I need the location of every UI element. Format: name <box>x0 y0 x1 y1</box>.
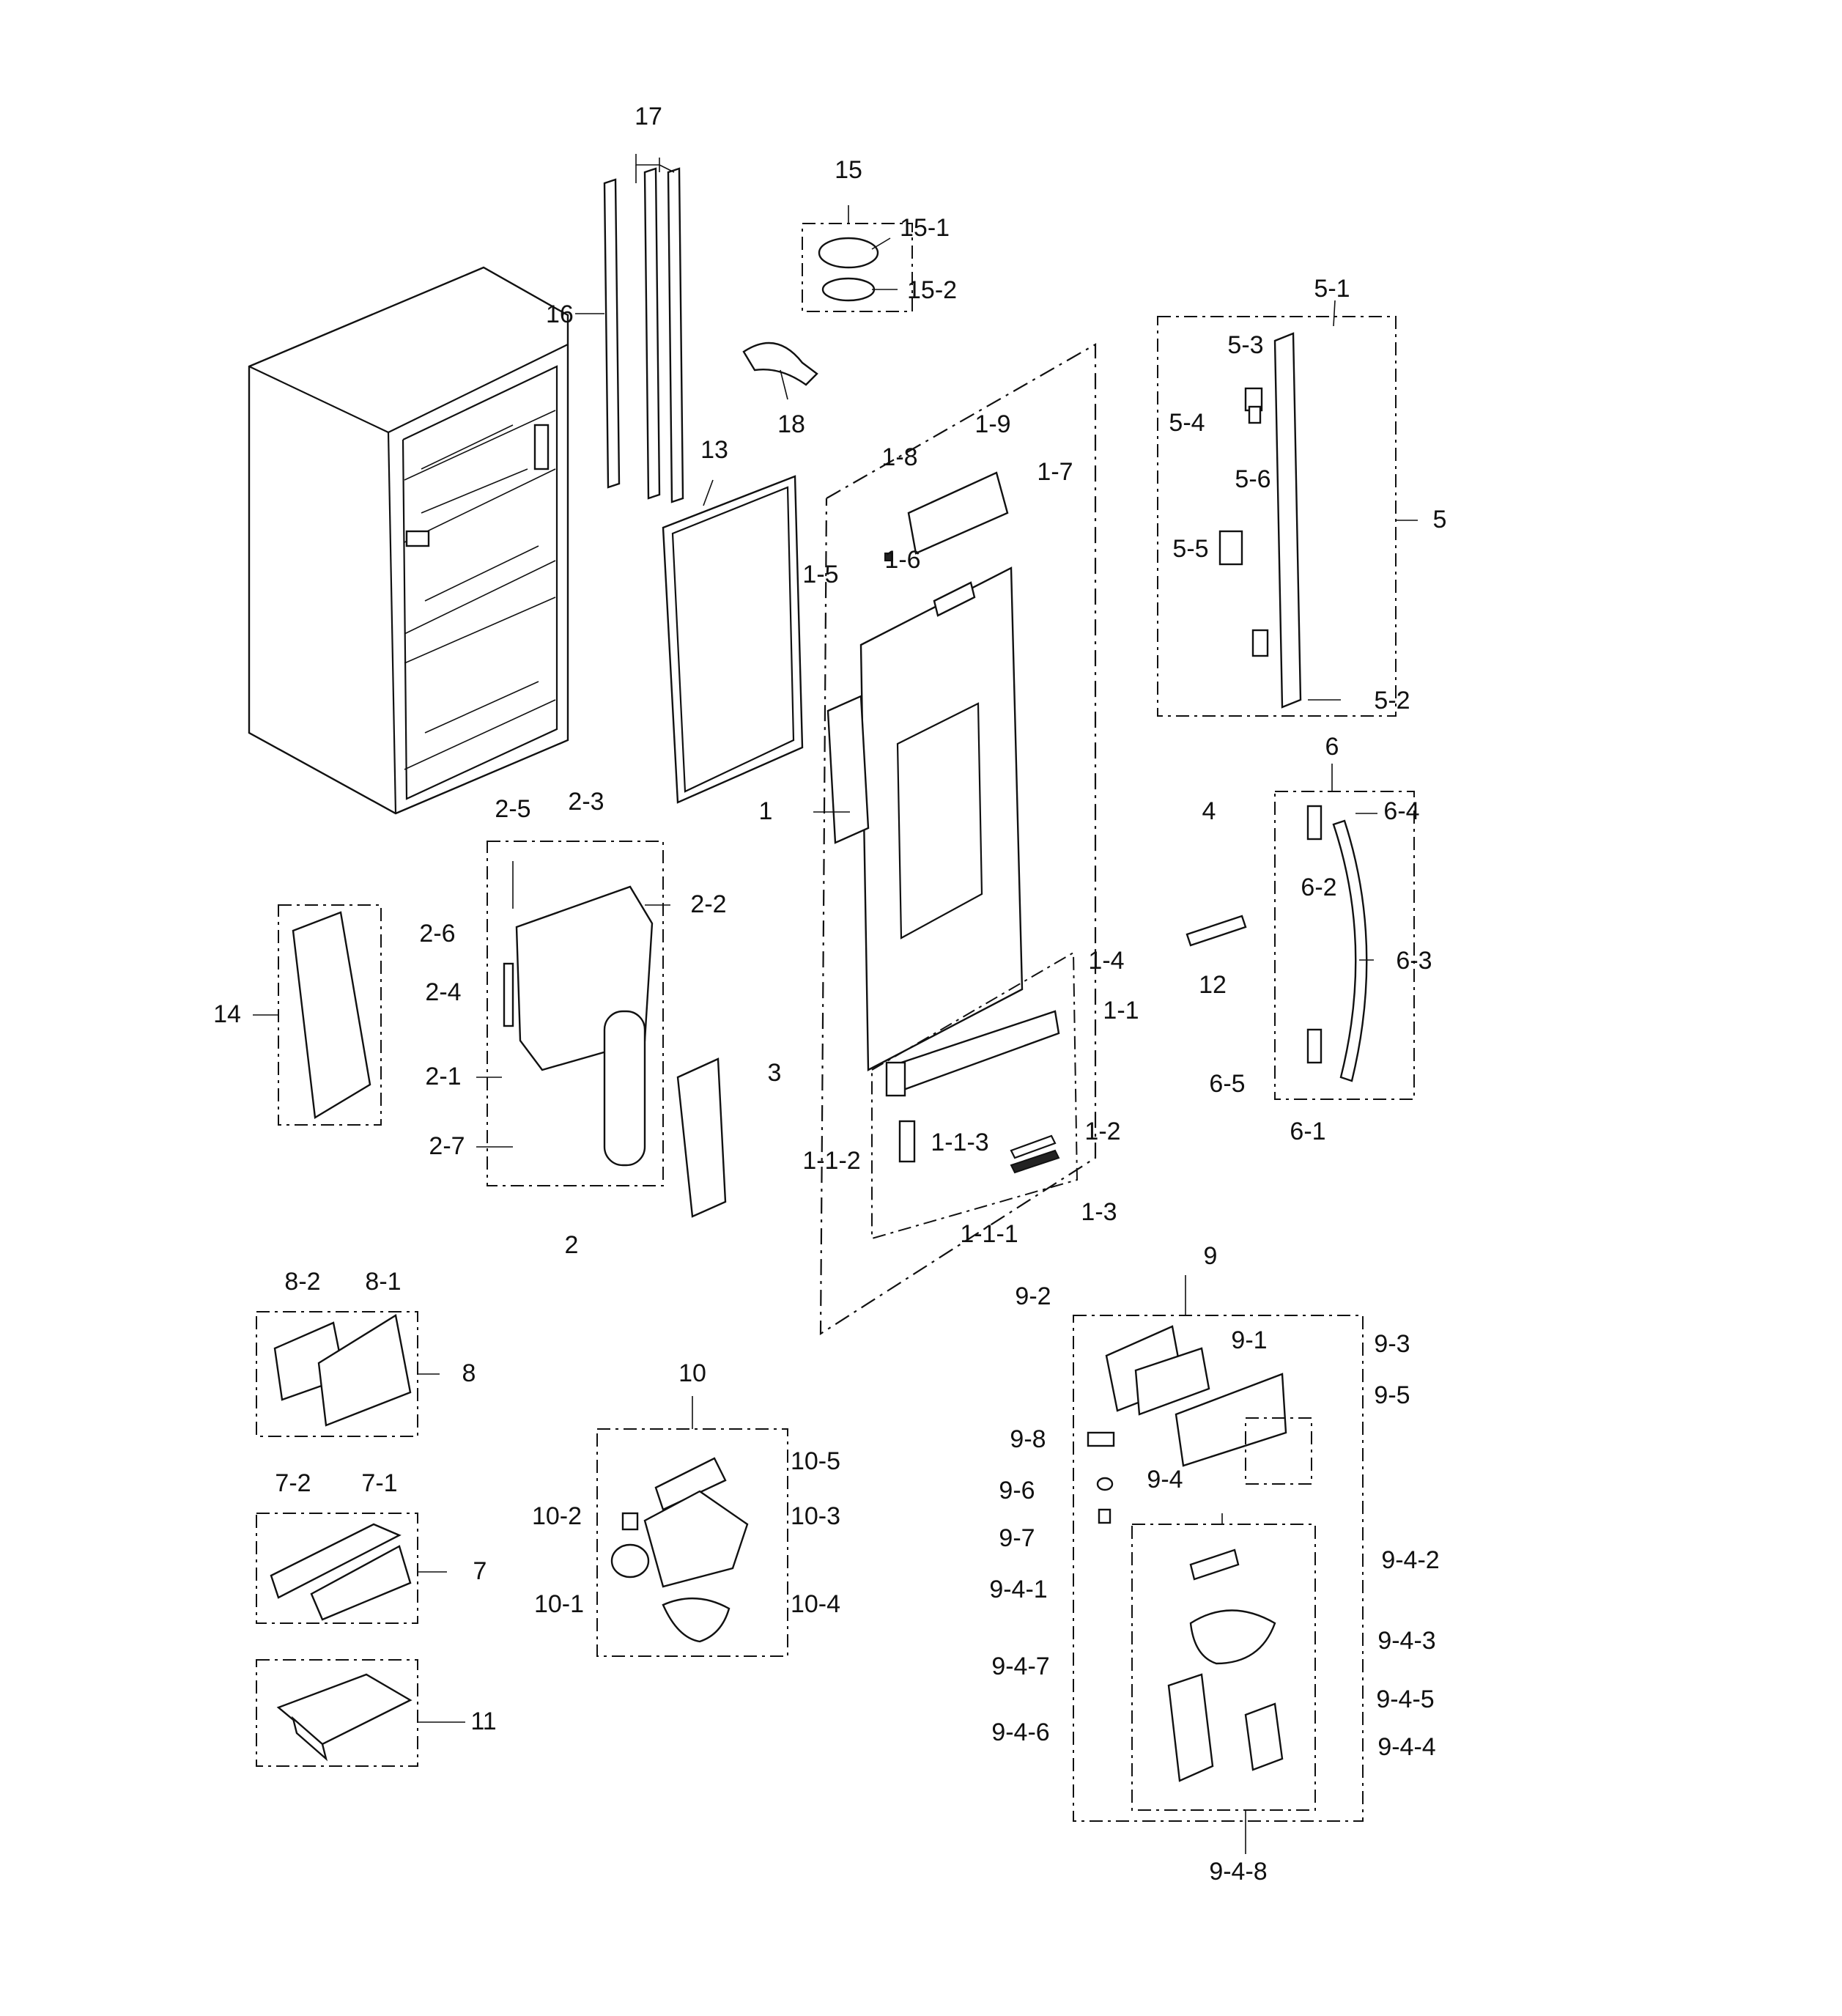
label-6-1: 6-1 <box>1290 1118 1325 1145</box>
label-9-4-2: 9-4-2 <box>1381 1546 1439 1574</box>
label-9-3: 9-3 <box>1374 1330 1410 1358</box>
label-9-4-1: 9-4-1 <box>989 1576 1047 1603</box>
label-1-8: 1-8 <box>881 443 917 471</box>
label-10-2: 10-2 <box>532 1502 582 1530</box>
label-9-8: 9-8 <box>1010 1425 1046 1453</box>
label-9-4-5: 9-4-5 <box>1376 1685 1434 1713</box>
label-1-1: 1-1 <box>1103 997 1139 1024</box>
label-16: 16 <box>546 300 574 328</box>
label-6-5: 6-5 <box>1209 1070 1245 1098</box>
label-7-1: 7-1 <box>361 1469 397 1497</box>
label-5-6: 5-6 <box>1235 465 1270 493</box>
label-1-7: 1-7 <box>1037 458 1073 486</box>
label-3: 3 <box>768 1059 782 1087</box>
label-15-2: 15-2 <box>907 276 957 304</box>
bin-8-group <box>256 1311 418 1437</box>
handle-group <box>1274 791 1415 1100</box>
label-9-4-6: 9-4-6 <box>991 1718 1049 1746</box>
label-1-3: 1-3 <box>1081 1198 1117 1226</box>
label-10-5: 10-5 <box>791 1447 840 1475</box>
label-13: 13 <box>700 436 728 464</box>
label-9-2: 9-2 <box>1015 1282 1051 1310</box>
label-1-4: 1-4 <box>1088 947 1124 975</box>
label-4: 4 <box>1202 797 1216 825</box>
label-2-1: 2-1 <box>425 1063 461 1090</box>
label-11: 11 <box>470 1707 496 1735</box>
label-2: 2 <box>565 1231 579 1259</box>
label-2-7: 2-7 <box>429 1132 465 1160</box>
label-6: 6 <box>1325 733 1339 761</box>
fridge-door-assembly <box>819 343 1097 1336</box>
label-1-5: 1-5 <box>802 561 838 588</box>
leader-lines <box>253 154 1418 1854</box>
part-3-cover <box>676 1057 727 1218</box>
label-8: 8 <box>462 1359 476 1387</box>
label-2-4: 2-4 <box>425 978 461 1006</box>
label-5-3: 5-3 <box>1227 331 1263 359</box>
label-5-5: 5-5 <box>1172 535 1208 563</box>
label-1-1-3: 1-1-3 <box>931 1129 988 1156</box>
dispenser-panel-group <box>871 951 1079 1240</box>
label-9-4-7: 9-4-7 <box>991 1653 1049 1680</box>
label-1-1-1: 1-1-1 <box>960 1220 1018 1248</box>
label-1-1-2: 1-1-2 <box>802 1147 860 1175</box>
label-2-6: 2-6 <box>419 920 455 948</box>
label-1-9: 1-9 <box>974 410 1010 438</box>
door-gasket-strips <box>603 167 684 503</box>
label-10-4: 10-4 <box>791 1590 840 1618</box>
label-5-2: 5-2 <box>1374 687 1410 715</box>
freezer-gasket <box>662 475 804 804</box>
hinge-bracket-group <box>1157 316 1397 717</box>
label-8-1: 8-1 <box>365 1268 401 1296</box>
part-18-bracket <box>742 341 818 386</box>
label-9-4-8: 9-4-8 <box>1209 1858 1267 1886</box>
label-14: 14 <box>213 1000 241 1028</box>
filter-cap-group <box>802 223 913 312</box>
label-1-6: 1-6 <box>884 546 920 574</box>
label-1: 1 <box>759 797 773 825</box>
label-9-6: 9-6 <box>999 1477 1035 1504</box>
label-12: 12 <box>1199 971 1227 999</box>
label-9-4-3: 9-4-3 <box>1377 1627 1435 1655</box>
label-1-2: 1-2 <box>1084 1118 1120 1145</box>
label-5: 5 <box>1433 506 1447 533</box>
label-9-4: 9-4 <box>1147 1466 1183 1493</box>
label-2-3: 2-3 <box>568 788 604 816</box>
label-2-2: 2-2 <box>690 890 726 918</box>
label-17: 17 <box>635 103 662 130</box>
label-9-1: 9-1 <box>1231 1326 1267 1354</box>
label-9-4-4: 9-4-4 <box>1377 1733 1435 1761</box>
dispenser-control-group <box>1073 1315 1364 1822</box>
label-7: 7 <box>473 1557 487 1585</box>
panel-14-group <box>278 904 382 1126</box>
label-6-2: 6-2 <box>1301 874 1336 901</box>
label-2-5: 2-5 <box>495 795 530 823</box>
ice-maker-group <box>487 841 664 1186</box>
label-8-2: 8-2 <box>284 1268 320 1296</box>
label-6-3: 6-3 <box>1396 947 1432 975</box>
part-labels: 17 15 15-1 15-2 16 18 13 5-1 5-3 5-4 5-6… <box>213 103 1446 1886</box>
label-15-1: 15-1 <box>900 214 950 242</box>
label-6-4: 6-4 <box>1383 797 1419 825</box>
label-5-4: 5-4 <box>1169 409 1205 437</box>
label-5-1: 5-1 <box>1314 275 1350 303</box>
auger-motor-group <box>596 1428 788 1657</box>
label-10-1: 10-1 <box>534 1590 584 1618</box>
part-12 <box>1186 915 1247 947</box>
bin-11-group <box>256 1659 418 1767</box>
label-9-7: 9-7 <box>999 1524 1035 1552</box>
label-10: 10 <box>678 1359 706 1387</box>
label-10-3: 10-3 <box>791 1502 840 1530</box>
bin-7-group <box>256 1513 418 1624</box>
label-9-5: 9-5 <box>1374 1381 1410 1409</box>
label-15: 15 <box>835 156 862 184</box>
refrigerator-cabinet <box>248 266 569 815</box>
label-9: 9 <box>1204 1242 1218 1270</box>
label-18: 18 <box>777 410 805 438</box>
label-7-2: 7-2 <box>275 1469 311 1497</box>
ice-chute-group <box>1131 1524 1316 1811</box>
